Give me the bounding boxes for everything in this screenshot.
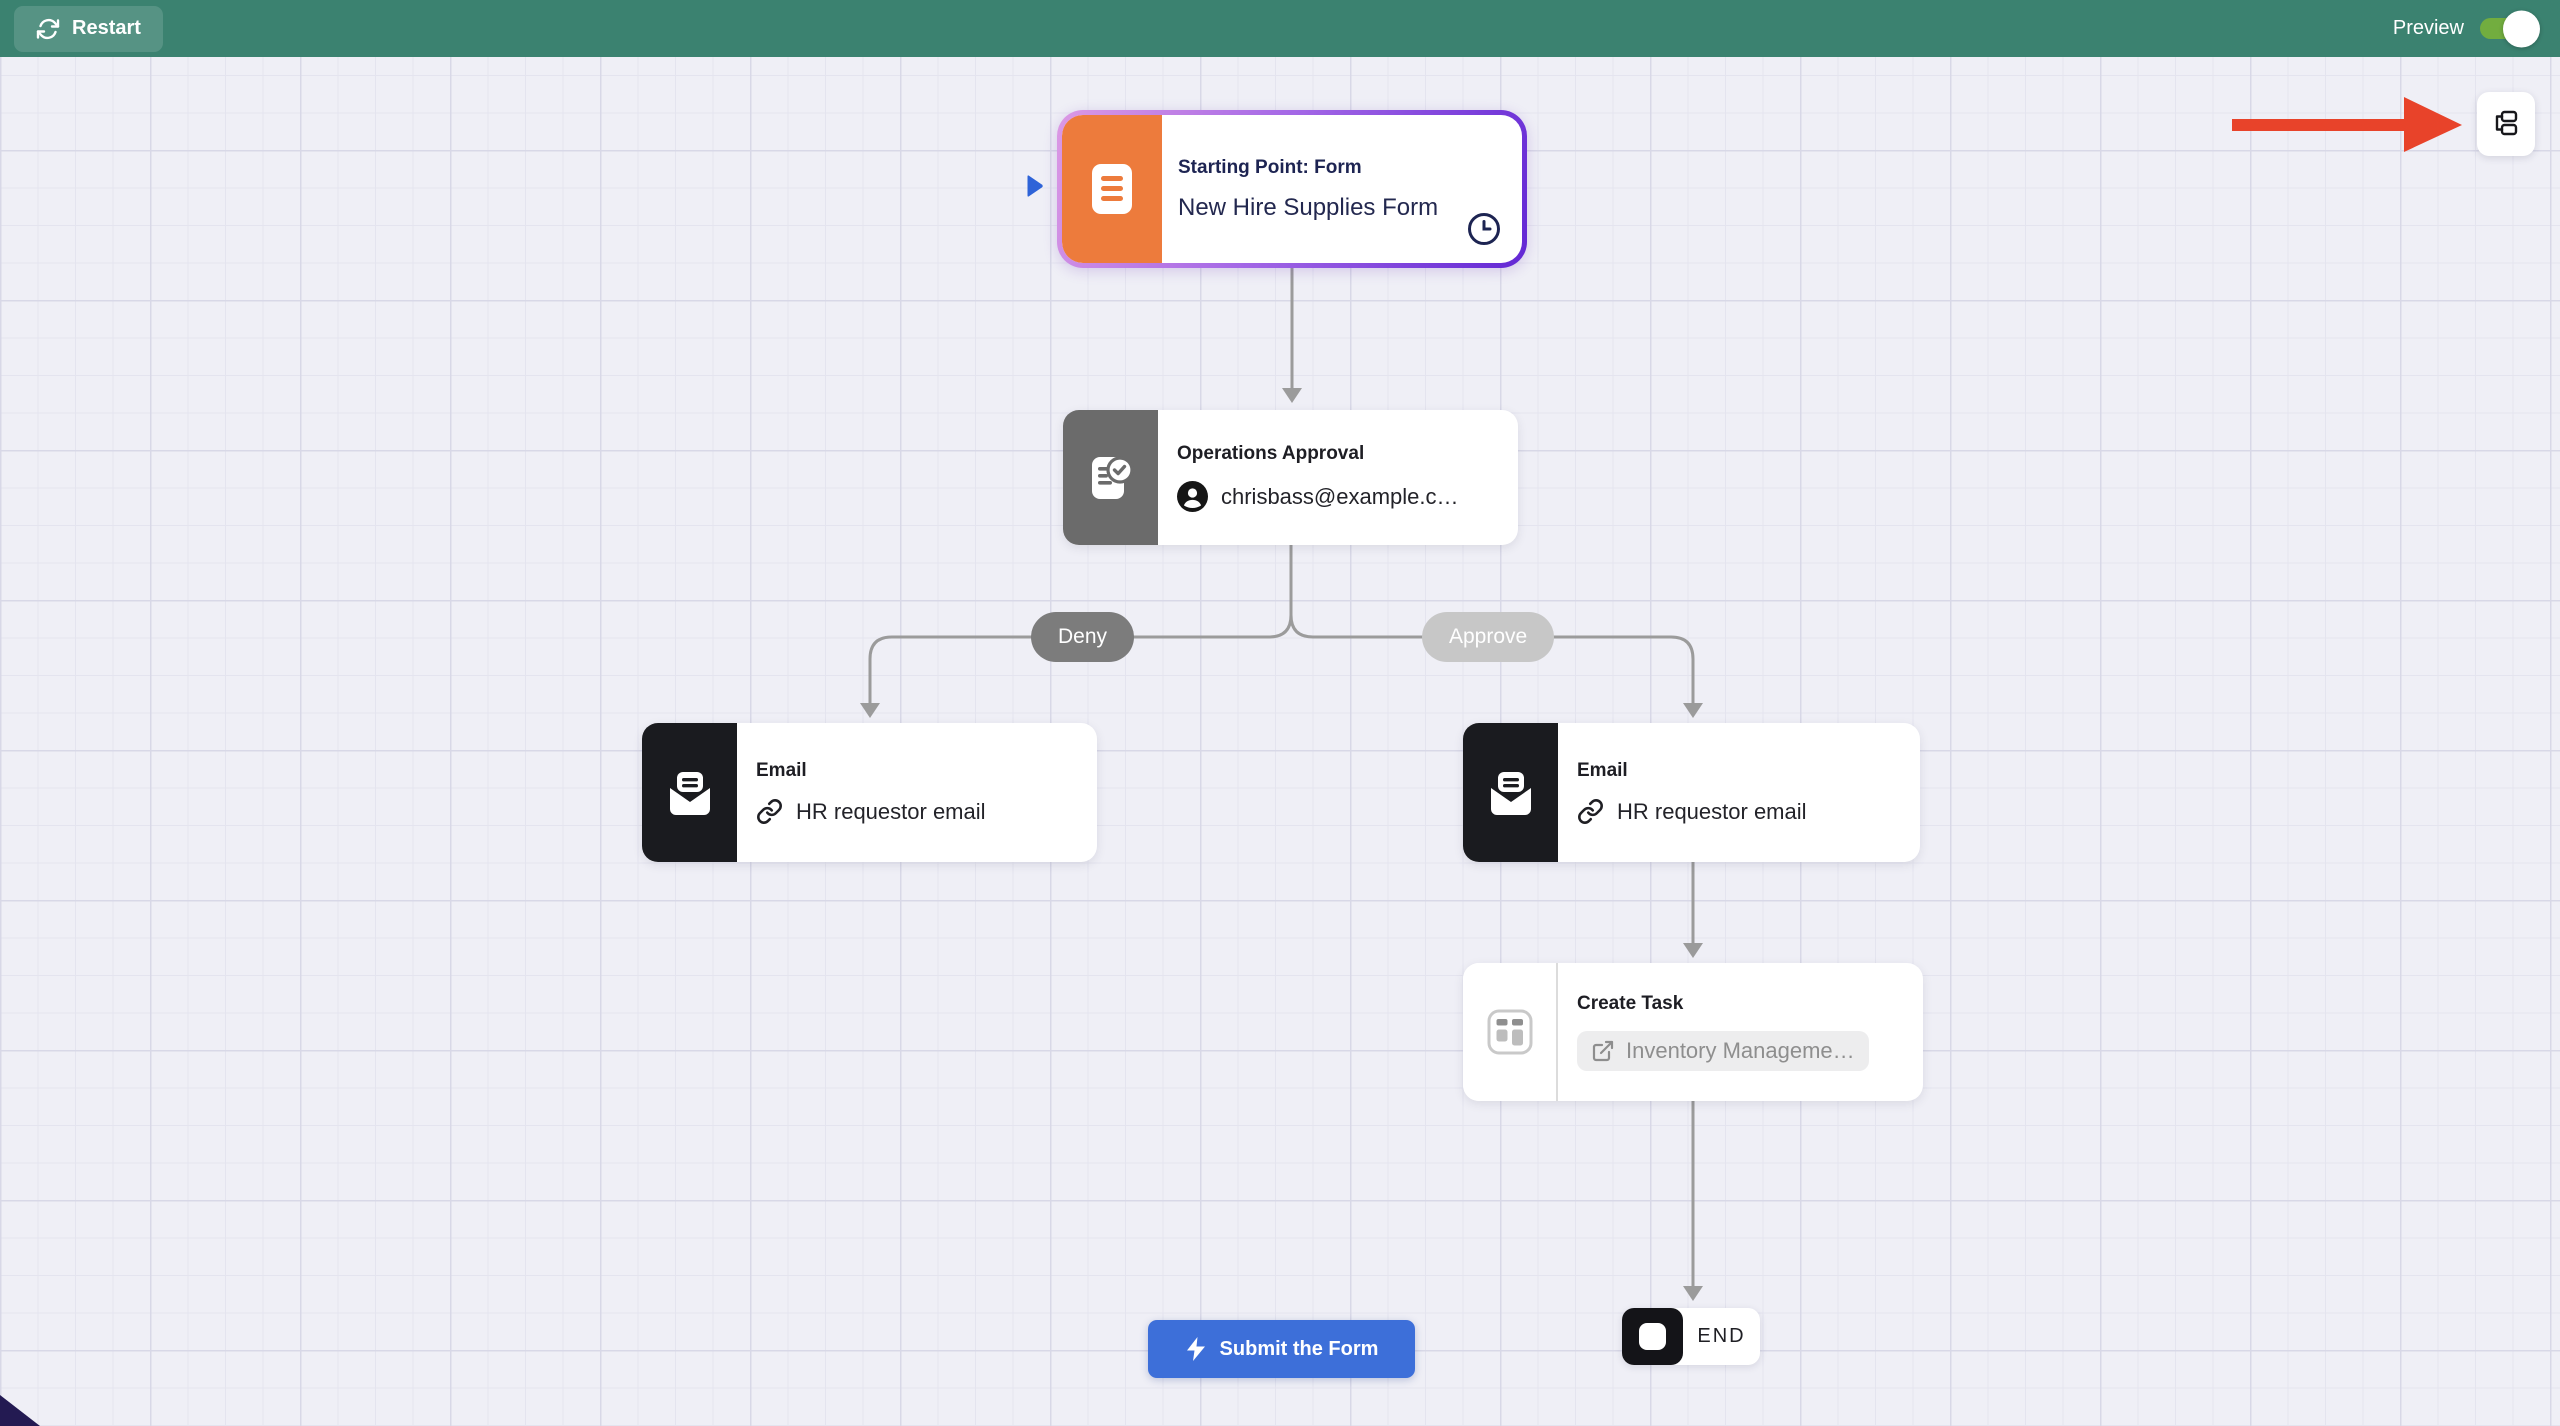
node-title: Email (756, 760, 807, 781)
play-marker-icon (1027, 175, 1043, 197)
end-label: END (1697, 1325, 1746, 1347)
arrowhead (1683, 1286, 1703, 1301)
task-board-icon (1487, 1009, 1532, 1055)
preview-label: Preview (2392, 17, 2464, 39)
node-title: Operations Approval (1177, 443, 1365, 464)
clock-icon (1468, 213, 1500, 245)
form-accent-panel (1062, 115, 1162, 263)
task-target-label: Inventory Manageme… (1626, 1038, 1855, 1063)
external-link-icon (1592, 1040, 1614, 1062)
node-email-deny[interactable]: Email HR requestor email (642, 723, 1097, 862)
email-icon (669, 771, 710, 815)
end-accent-panel (1622, 1308, 1683, 1365)
node-operations-approval[interactable]: Operations Approval chrisbass@example.c… (1063, 410, 1518, 545)
node-title: Create Task (1577, 993, 1684, 1014)
preview-group: Preview (2392, 10, 2546, 47)
node-subtitle: New Hire Supplies Form (1178, 193, 1439, 221)
arrowhead (1282, 388, 1302, 403)
submit-form-button[interactable]: Submit the Form (1148, 1320, 1415, 1378)
form-document-icon (1092, 164, 1132, 214)
branch-label-approve: Approve (1422, 612, 1555, 662)
email-icon (1490, 771, 1531, 815)
annotation-arrow (2232, 97, 2462, 152)
toggle-knob (2503, 10, 2540, 47)
arrowhead (1683, 703, 1703, 718)
stop-icon (1639, 1323, 1666, 1350)
node-create-task[interactable]: Create Task Inventory Manageme… (1463, 963, 1923, 1101)
email-accent-panel (642, 723, 737, 862)
node-title: Email (1577, 760, 1628, 781)
preview-toggle[interactable] (2480, 10, 2540, 47)
arrowhead (1683, 943, 1703, 958)
approval-document-icon (1091, 455, 1134, 499)
branch-label-deny: Deny (1031, 612, 1135, 662)
node-title: Starting Point: Form (1178, 156, 1362, 178)
workflow-map-icon (2495, 110, 2518, 136)
submit-form-label: Submit the Form (1219, 1337, 1379, 1360)
topbar: Restart Preview (0, 0, 2560, 57)
restart-button[interactable]: Restart (14, 5, 163, 52)
assignee-email: chrisbass@example.c… (1221, 483, 1459, 509)
node-starting-point[interactable]: Starting Point: Form New Hire Supplies F… (1057, 110, 1527, 268)
email-accent-panel (1463, 723, 1558, 862)
task-accent-panel (1463, 963, 1558, 1101)
link-icon (757, 799, 782, 824)
node-end[interactable]: END (1622, 1308, 1760, 1365)
workflow-map-button[interactable] (2477, 92, 2535, 156)
task-target-chip[interactable]: Inventory Manageme… (1577, 1031, 1869, 1071)
link-icon (1578, 799, 1603, 824)
restart-icon (36, 18, 60, 39)
approval-accent-panel (1063, 410, 1158, 545)
email-recipient: HR requestor email (1617, 798, 1807, 824)
restart-label: Restart (72, 17, 141, 39)
lightning-bolt-icon (1186, 1337, 1205, 1361)
node-email-approve[interactable]: Email HR requestor email (1463, 723, 1920, 862)
avatar-icon (1177, 481, 1208, 512)
arrowhead (860, 703, 880, 718)
email-recipient: HR requestor email (796, 798, 986, 824)
